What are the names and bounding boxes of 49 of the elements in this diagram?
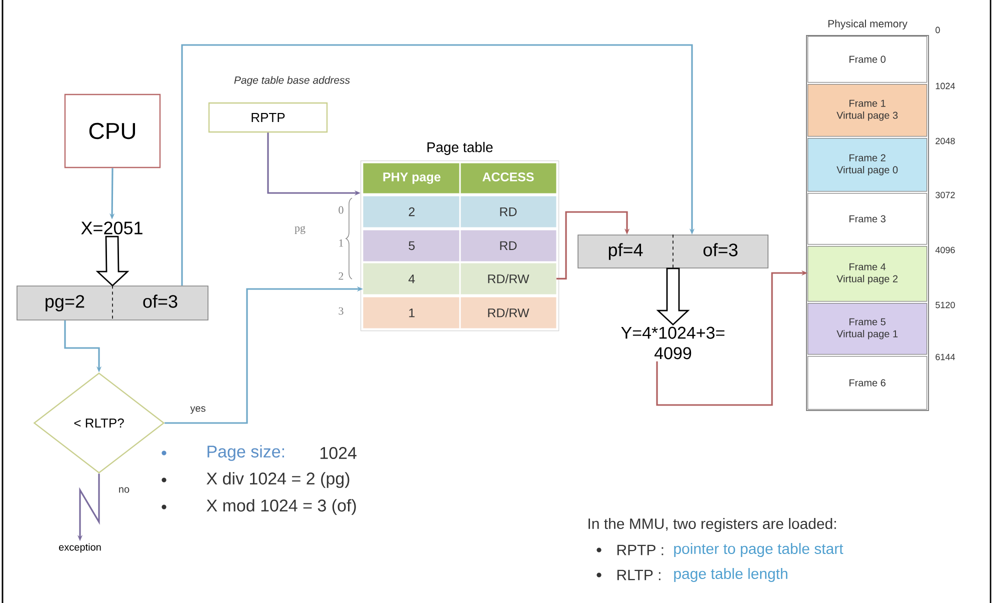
address-label: 0 xyxy=(936,26,940,34)
address-label: 5120 xyxy=(936,302,955,308)
index-label: pg xyxy=(294,226,306,234)
bullet-text: pointer to page table start xyxy=(674,543,844,557)
memory-frame: Frame 5 Virtual page 1 xyxy=(808,303,928,355)
bullet-text: RLTP : xyxy=(617,570,660,580)
address-label: 1024 xyxy=(936,82,955,90)
address-value: X=2051 xyxy=(81,222,142,234)
arrow xyxy=(181,44,695,286)
index-label: 1 xyxy=(339,239,344,247)
memory-frame: Frame 3 xyxy=(808,193,928,245)
address-label: 3072 xyxy=(936,192,955,198)
node-label: Page table base address xyxy=(234,76,350,86)
bullet-text: 1024 xyxy=(320,446,357,460)
address-label: 4096 xyxy=(935,246,955,254)
exception-text: exception xyxy=(59,543,101,553)
result-formula: Y=4*1024+3= 4099 xyxy=(621,326,724,360)
memory-frame: Frame 4 Virtual page 2 xyxy=(808,246,928,302)
table-header: PHY page ACCESS xyxy=(363,163,556,194)
arrow xyxy=(556,211,630,280)
index-label: 0 xyxy=(338,206,344,214)
bullet-text: X div 1024 = 2 (pg) xyxy=(206,472,350,488)
virtual-address-box: pg=2 of=3 xyxy=(16,285,208,321)
table-row: 4 RD/RW xyxy=(363,263,556,294)
index-label: 3 xyxy=(338,307,344,315)
physical-address-box: pf=4 of=3 xyxy=(578,234,768,269)
block-arrow xyxy=(656,268,690,326)
memory-frame: Frame 0 xyxy=(808,36,928,83)
register-box: RPTP xyxy=(208,102,328,133)
cpu-box: CPU xyxy=(64,94,161,168)
address-label: 2048 xyxy=(936,138,955,144)
bullet-text: Page size: xyxy=(208,445,284,461)
edge-label: yes xyxy=(189,405,207,415)
bullet-text: X mod 1024 = 3 (of) xyxy=(206,499,356,515)
node-label: Page table xyxy=(427,142,493,155)
bullet-text: page table length xyxy=(674,568,788,582)
memory-frame: Frame 1 Virtual page 3 xyxy=(808,84,928,137)
edge-label: no xyxy=(117,486,131,494)
table-row: 2 RD xyxy=(363,196,556,228)
note-text: In the MMU, two registers are loaded: xyxy=(588,518,836,532)
bullet-text: RPTP : xyxy=(617,544,664,556)
table-row: 1 RD/RW xyxy=(363,297,556,328)
address-label: 6144 xyxy=(936,354,955,360)
memory-frame: Frame 6 xyxy=(808,356,928,410)
block-arrow xyxy=(96,236,130,287)
index-label: 2 xyxy=(338,272,344,280)
table-row: 5 RD xyxy=(363,230,556,262)
node-label: Physical memory xyxy=(828,20,908,30)
memory-frame: Frame 2 Virtual page 0 xyxy=(808,138,928,192)
